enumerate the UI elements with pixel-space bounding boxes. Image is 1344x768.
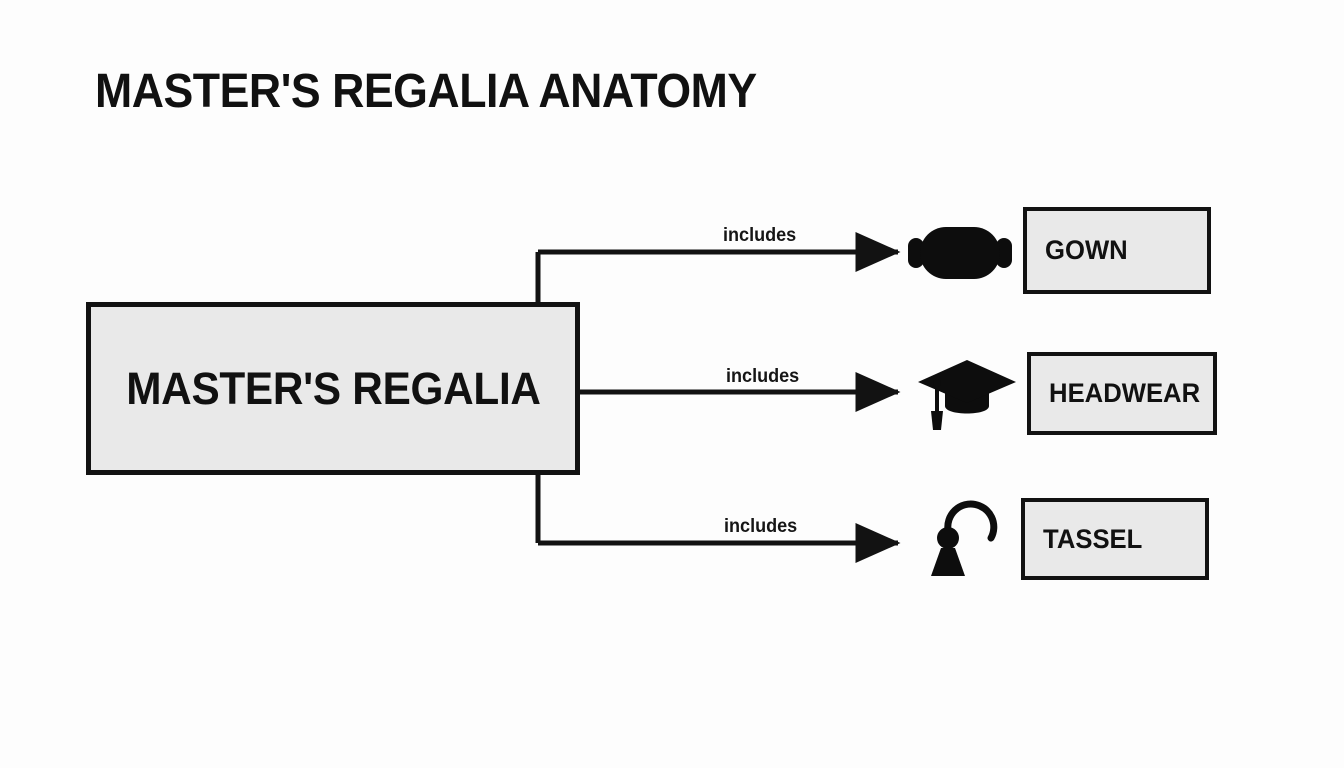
target-node-gown[interactable]: GOWN: [1023, 207, 1211, 294]
graduation-cap-icon: [918, 360, 1016, 430]
target-node-label: HEADWEAR: [1049, 378, 1201, 408]
target-node-tassel[interactable]: TASSEL: [1021, 498, 1209, 580]
edge-label-includes-gown: includes: [723, 225, 797, 246]
target-node-label: GOWN: [1045, 235, 1128, 265]
source-node-masters-regalia[interactable]: MASTER'S REGALIA: [86, 302, 580, 475]
source-node-label: MASTER'S REGALIA: [125, 362, 541, 414]
edge-label-includes-headwear: includes: [726, 366, 800, 387]
page-title: MASTER'S REGALIA ANATOMY: [95, 65, 757, 118]
target-node-label: TASSEL: [1043, 523, 1143, 554]
gown-icon: [908, 227, 1012, 279]
target-node-headwear[interactable]: HEADWEAR: [1027, 352, 1217, 435]
edge-label-includes-tassel: includes: [724, 516, 798, 537]
tassel-icon: [931, 500, 998, 576]
